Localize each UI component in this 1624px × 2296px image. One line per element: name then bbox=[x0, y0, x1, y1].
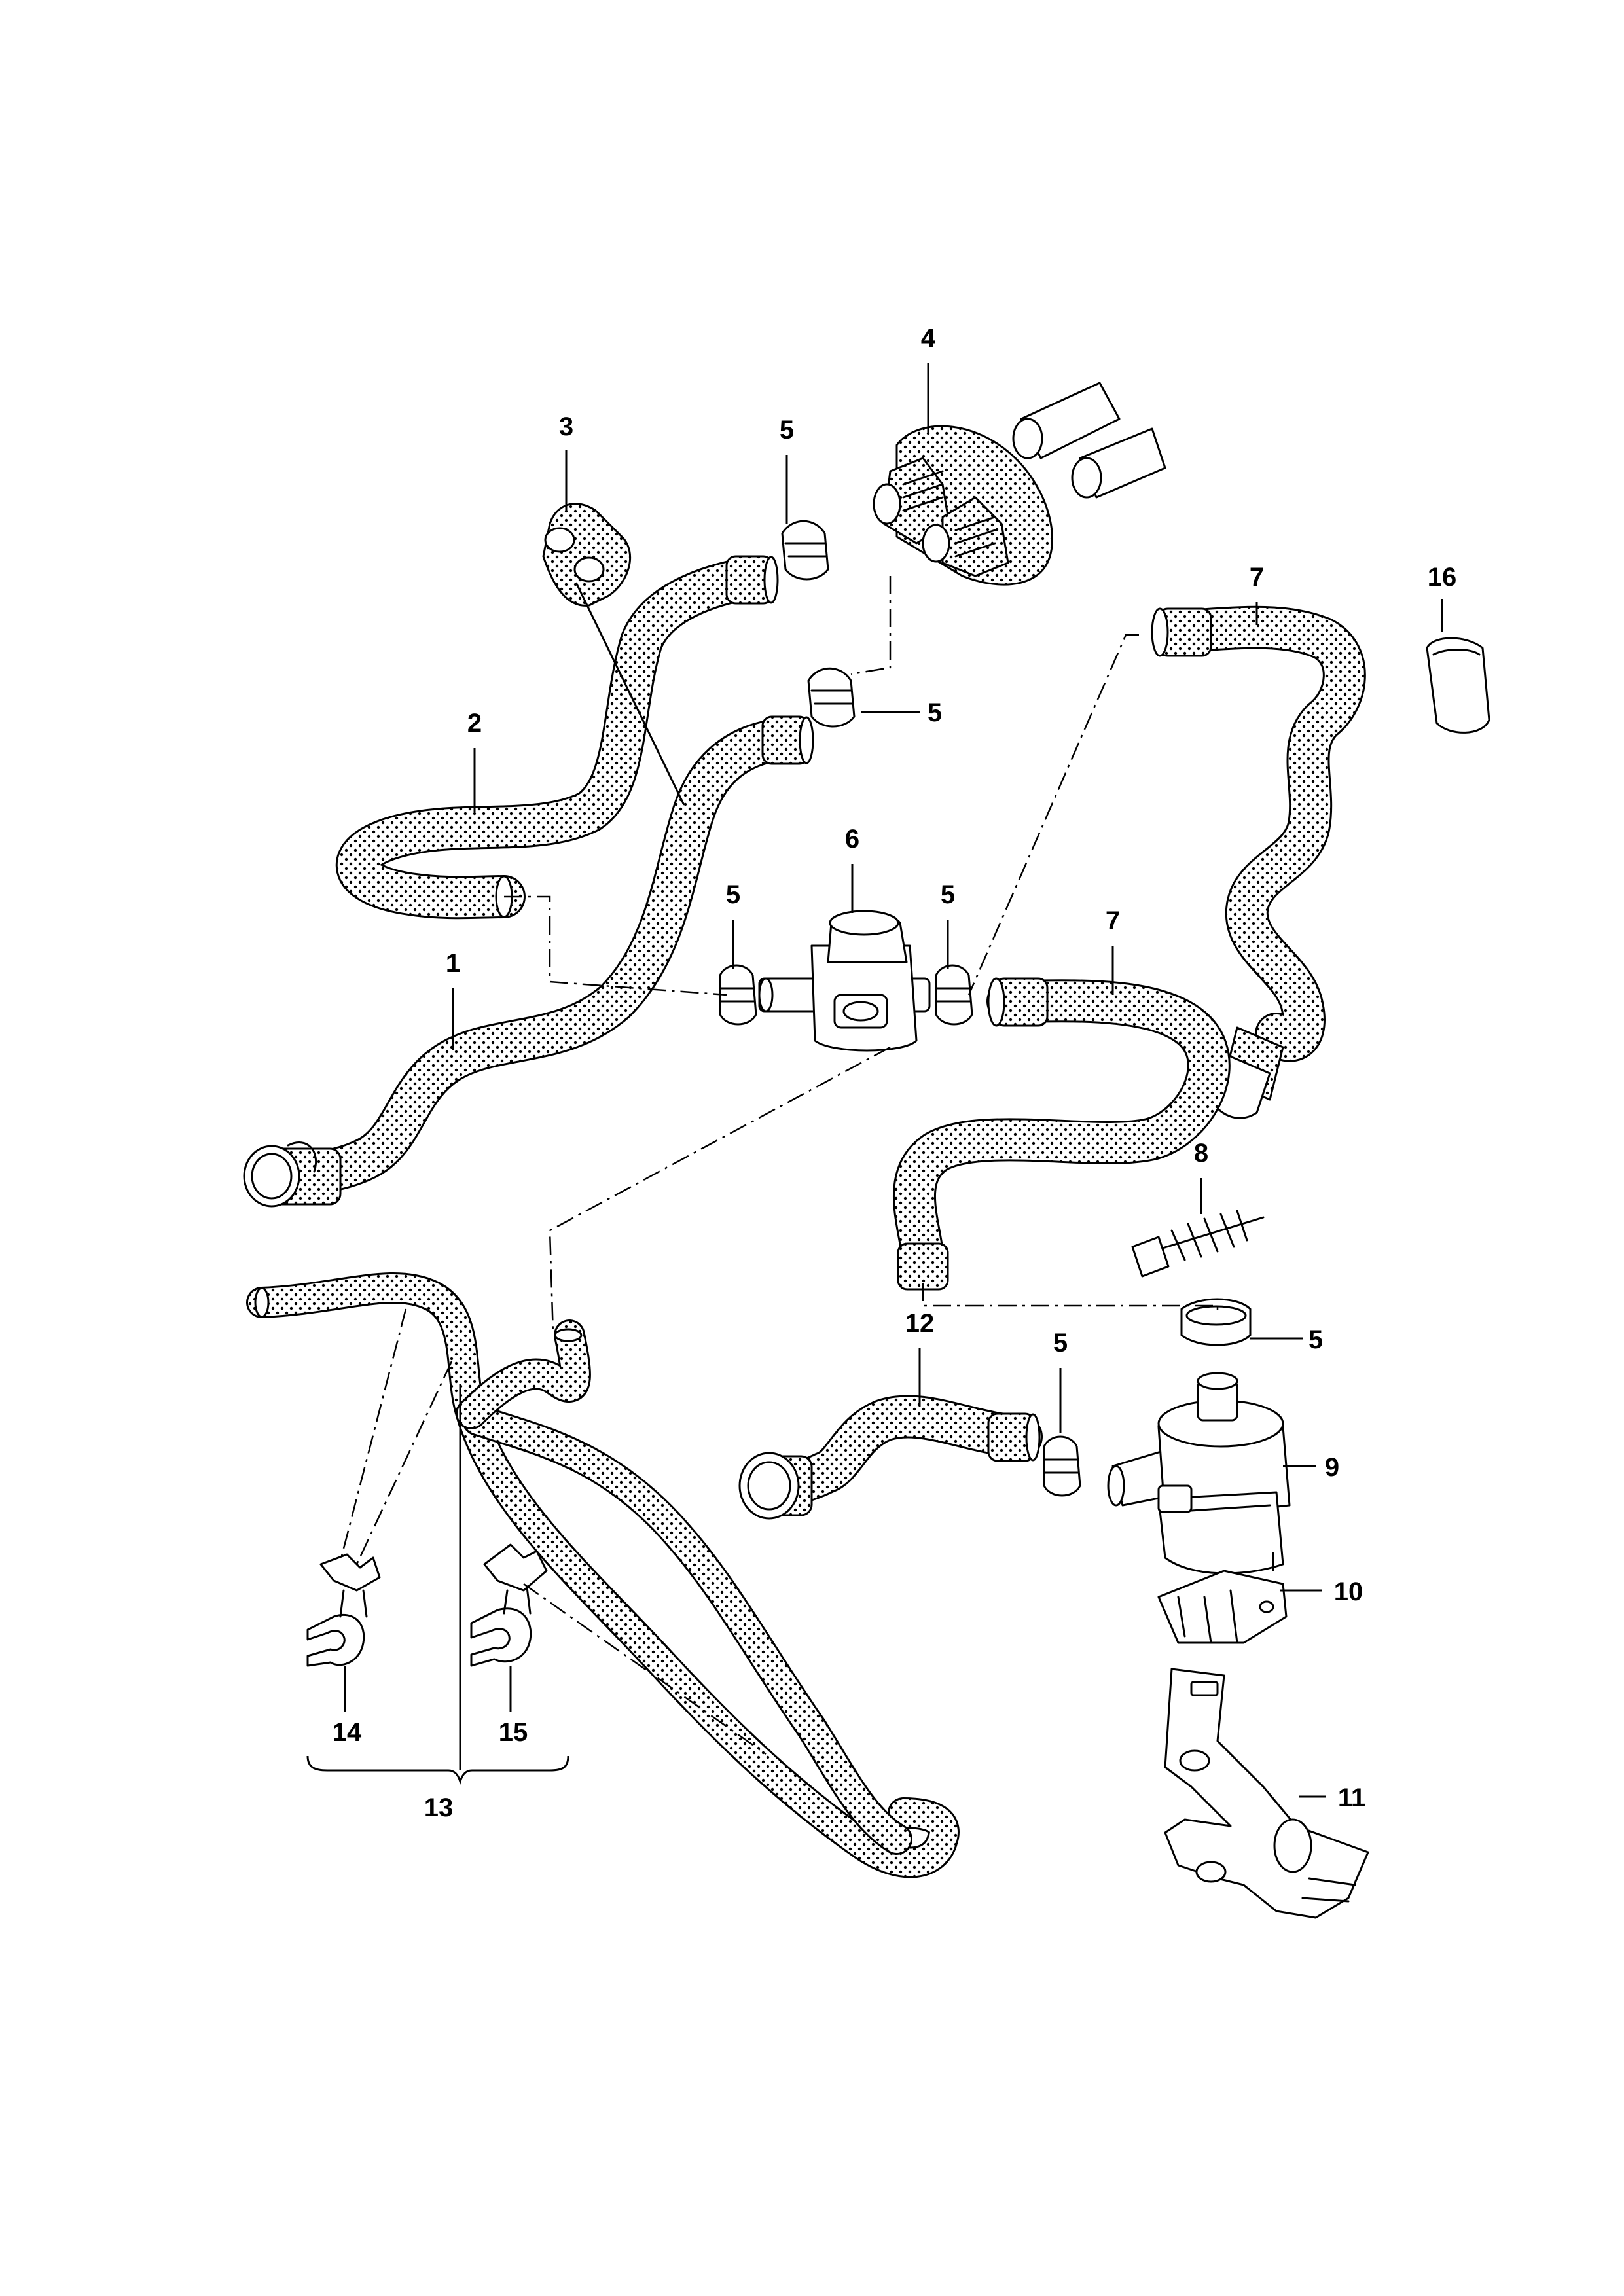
callout-14: 14 bbox=[333, 1718, 362, 1747]
hose-1 bbox=[243, 715, 814, 1208]
clamp-5c bbox=[719, 964, 757, 1026]
cap-16 bbox=[1426, 637, 1490, 734]
callout-16: 16 bbox=[1428, 563, 1457, 592]
bracket-11 bbox=[1164, 1668, 1369, 1919]
pump-9 bbox=[1107, 1372, 1291, 1575]
grommet-3 bbox=[542, 503, 632, 607]
callout-10: 10 bbox=[1334, 1577, 1363, 1606]
callout-5f: 5 bbox=[1053, 1329, 1068, 1357]
callout-2: 2 bbox=[467, 709, 482, 738]
hose-12 bbox=[738, 1395, 1043, 1520]
clamp-5a bbox=[781, 520, 829, 581]
clamp-5b bbox=[807, 667, 856, 728]
guide-lines bbox=[339, 576, 1274, 1755]
callout-8: 8 bbox=[1194, 1139, 1208, 1168]
part-8 bbox=[1131, 1210, 1265, 1278]
leader-lines bbox=[306, 363, 1443, 1798]
callout-5b: 5 bbox=[928, 698, 942, 727]
callout-4: 4 bbox=[921, 324, 936, 353]
clamp-5e bbox=[1180, 1298, 1252, 1346]
clamp-5f bbox=[1043, 1435, 1081, 1497]
hose-7-upper bbox=[1151, 605, 1366, 1119]
clamp-5d bbox=[935, 964, 973, 1026]
clip-14 bbox=[306, 1553, 381, 1667]
valve-6 bbox=[758, 910, 931, 1052]
callout-3: 3 bbox=[559, 412, 573, 441]
callout-7a: 7 bbox=[1250, 563, 1264, 592]
grommet-4 bbox=[873, 382, 1166, 586]
callout-7b: 7 bbox=[1106, 906, 1120, 935]
callout-5e: 5 bbox=[1308, 1325, 1323, 1354]
hose-13 bbox=[246, 1272, 960, 1878]
callout-5a: 5 bbox=[780, 416, 794, 444]
hose-2 bbox=[336, 555, 779, 920]
bracket-10 bbox=[1157, 1570, 1288, 1644]
callout-5d: 5 bbox=[941, 880, 955, 909]
callout-6: 6 bbox=[845, 825, 859, 853]
callout-5c: 5 bbox=[726, 880, 740, 909]
callout-1: 1 bbox=[446, 949, 460, 978]
callout-11: 11 bbox=[1338, 1784, 1365, 1812]
callout-12: 12 bbox=[905, 1309, 935, 1338]
callout-15: 15 bbox=[499, 1718, 528, 1747]
clip-15 bbox=[470, 1543, 548, 1667]
callout-13: 13 bbox=[424, 1793, 454, 1822]
callouts: 1 2 3 4 5 5 5 5 5 5 6 7 7 8 9 10 11 12 1… bbox=[333, 324, 1457, 1822]
hose-7-lower bbox=[893, 977, 1231, 1291]
callout-9: 9 bbox=[1325, 1453, 1339, 1482]
